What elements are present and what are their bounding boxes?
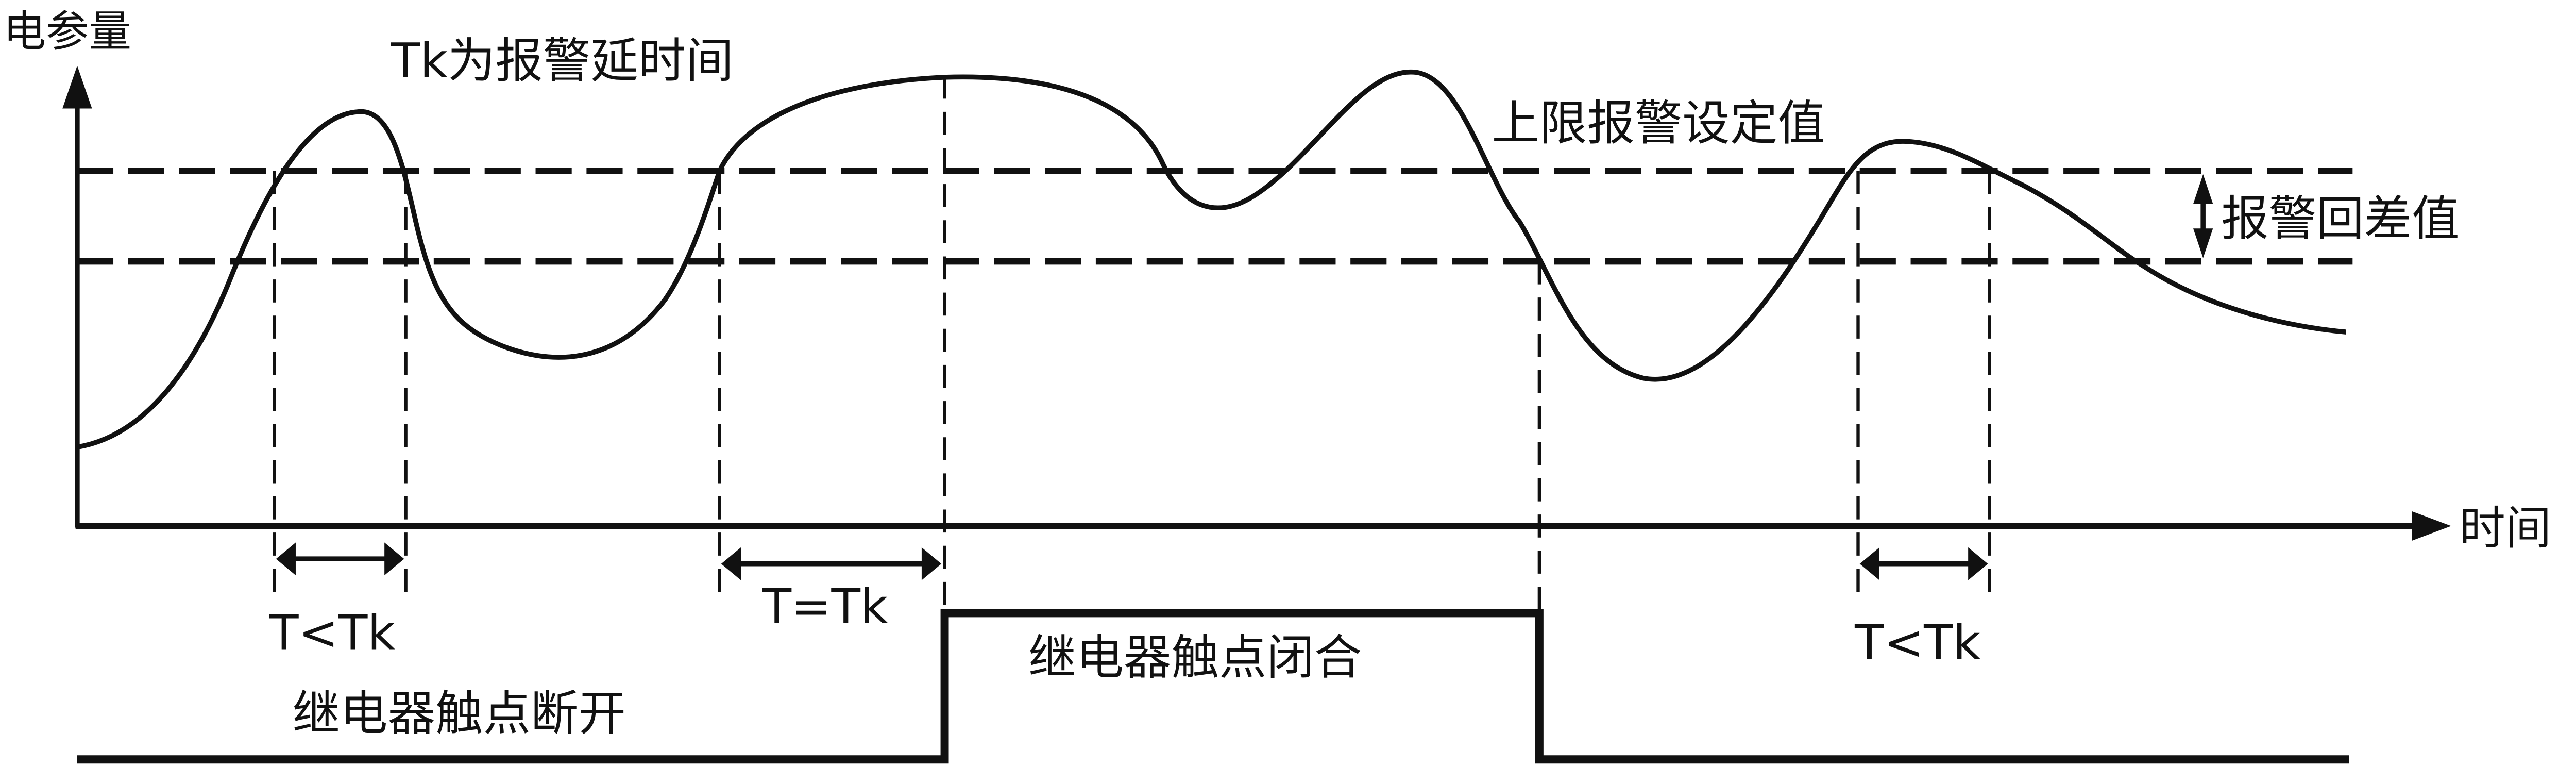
relay-state-waveform [77, 609, 2349, 764]
x-axis-arrow-icon [2412, 511, 2451, 541]
relay-open-label: 继电器触点断开 [293, 686, 626, 741]
upper-limit-label: 上限报警设定值 [1492, 95, 1825, 151]
y-axis-arrow-icon [62, 65, 92, 109]
relay-closed-label: 继电器触点闭合 [1028, 629, 1362, 685]
interval-arrow-3-icon [1859, 547, 1988, 580]
y-axis [62, 65, 92, 528]
interval-2-label: T=Tk [762, 579, 888, 635]
x-axis-label: 时间 [2460, 502, 2552, 556]
hysteresis-label: 报警回差值 [2221, 191, 2459, 246]
hysteresis-arrow-icon [2193, 174, 2213, 258]
interval-arrow-1-icon [276, 542, 404, 576]
interval-3-label: T<Tk [1854, 615, 1980, 671]
x-axis [75, 511, 2451, 541]
interval-arrow-2-icon [721, 547, 942, 580]
y-axis-label: 电参量 [3, 6, 131, 56]
interval-1-label: T<Tk [269, 605, 395, 661]
tk-note-label: Tk为报警延时间 [391, 33, 734, 89]
time-markers [273, 75, 1991, 612]
